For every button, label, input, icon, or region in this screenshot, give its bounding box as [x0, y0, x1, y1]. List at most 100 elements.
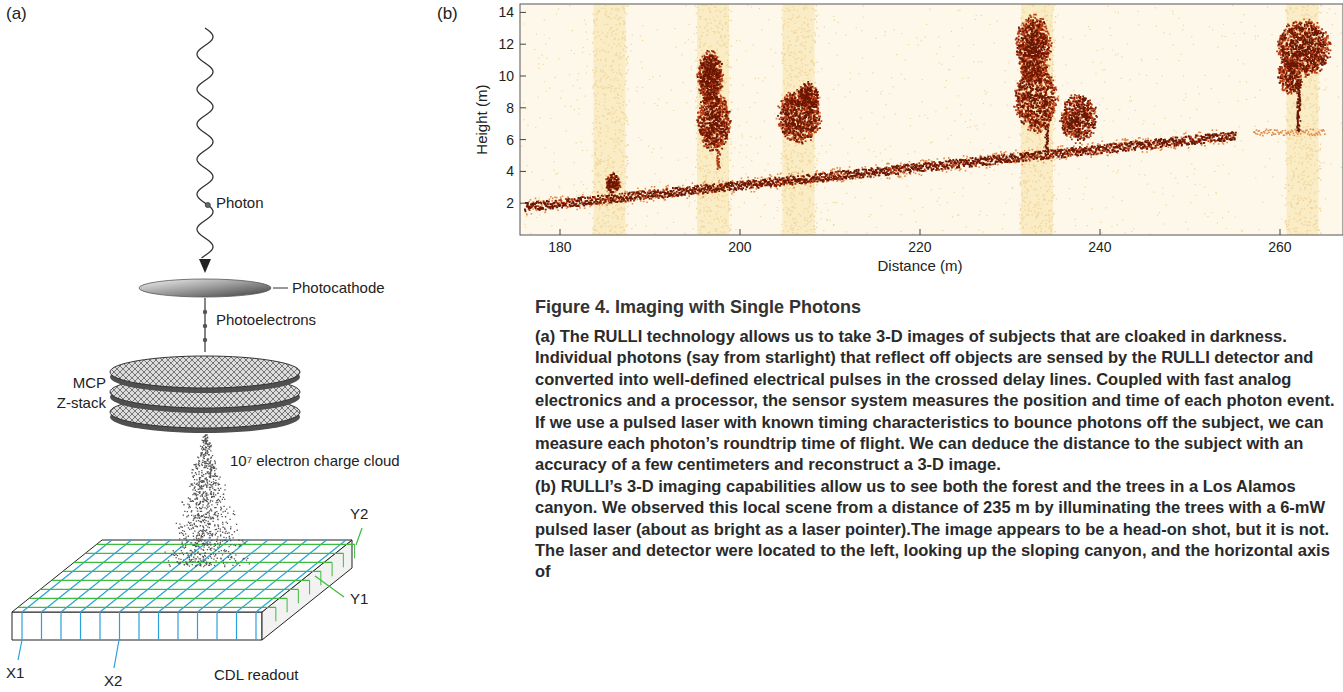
axis-tick: 14: [498, 4, 514, 20]
axis-tick: 2: [506, 195, 514, 211]
y-delay-line: [287, 598, 288, 612]
dark-returns: [524, 17, 1330, 212]
x-delay-line: [99, 612, 100, 640]
tick-mark: [520, 12, 526, 13]
y-delay-line: [52, 580, 310, 581]
tick-mark: [520, 171, 526, 172]
x-delay-line: [217, 540, 307, 612]
x-delay-line: [61, 540, 151, 612]
x-delay-line: [81, 540, 171, 612]
plot-ground: [520, 4, 1343, 235]
axis-tick: 200: [728, 239, 751, 255]
photoelectron-dot: [203, 324, 207, 328]
delay-line-wires: [18, 528, 362, 668]
photocathode-disk: [139, 279, 271, 297]
leader-line: [18, 640, 22, 660]
y-delay-line: [18, 607, 276, 608]
x-delay-line: [236, 612, 237, 640]
y-delay-line: [354, 544, 355, 558]
leader-line: [315, 576, 344, 597]
lidar-image: [520, 4, 1343, 236]
caption-paragraph: (a) The RULLI technology allows us to ta…: [535, 326, 1335, 476]
signal-label: X1: [6, 664, 24, 681]
photoelectron-dot: [203, 310, 207, 314]
tick-mark: [1280, 229, 1281, 235]
arrow-head: [199, 259, 211, 273]
mid-returns: [526, 14, 1332, 211]
x-delay-line: [22, 540, 112, 612]
part-label: Photocathode: [292, 279, 385, 296]
tick-mark: [520, 76, 526, 77]
x-delay-line: [80, 612, 81, 640]
y-delay-line: [63, 571, 321, 572]
y-delay-line: [275, 607, 276, 621]
axis-ticks: [520, 12, 1280, 235]
tick-mark: [520, 139, 526, 140]
panel-letter: (b): [437, 4, 458, 24]
part-label: Z-stack: [57, 394, 106, 411]
x-delay-line: [177, 612, 178, 640]
plot-frame: [520, 4, 1343, 235]
part-label: 10⁷ electron charge cloud: [230, 452, 400, 469]
part-label: CDL readout: [214, 666, 299, 683]
part-label: Photon: [216, 194, 264, 211]
photon-dot: [205, 202, 210, 207]
axis-title: Height (m): [473, 85, 490, 155]
x-delay-line: [119, 612, 120, 640]
y-delay-line: [298, 589, 299, 603]
y-delay-line: [332, 562, 333, 576]
x-delay-line: [41, 612, 42, 640]
leader-line: [356, 528, 362, 545]
signal-label: Y2: [350, 505, 368, 522]
axis-tick: 4: [506, 163, 514, 179]
signal-label: X2: [104, 672, 122, 689]
mcp-plate: [110, 356, 300, 388]
caption-paragraph: (b) RULLI’s 3-D imaging capabilities all…: [535, 476, 1335, 583]
x-delay-line: [256, 540, 346, 612]
light-returns: [524, 15, 1329, 216]
leader-line: [273, 288, 288, 289]
part-label: Photoelectrons: [216, 311, 316, 328]
y-delay-line: [320, 571, 321, 585]
x-delay-line: [237, 540, 327, 612]
faint-returns: [521, 4, 1343, 235]
x-delay-line: [100, 540, 190, 612]
photon-wave-line: [197, 28, 213, 258]
axis-tick: 12: [498, 36, 514, 52]
x-delay-line: [216, 612, 217, 640]
x-delay-line: [197, 612, 198, 640]
photon-wave: [197, 28, 213, 273]
axis-tick: 240: [1088, 239, 1111, 255]
y-delay-line: [85, 553, 343, 554]
detector-schematic: [12, 28, 362, 668]
part-label: MCP: [73, 374, 106, 391]
tick-mark: [560, 229, 561, 235]
leader-line: [114, 640, 119, 668]
x-delay-line: [255, 612, 256, 640]
y-delay-line: [29, 598, 287, 599]
signal-label: Y1: [350, 590, 368, 607]
tick-mark: [520, 44, 526, 45]
figure-title: Figure 4. Imaging with Single Photons: [535, 297, 861, 318]
x-delay-line: [42, 540, 132, 612]
axis-tick: 260: [1268, 239, 1291, 255]
tick-mark: [520, 107, 526, 108]
cdl-front-face: [12, 612, 262, 640]
axis-tick: 180: [548, 239, 571, 255]
tick-mark: [1100, 229, 1101, 235]
panel-letter: (a): [6, 4, 27, 24]
x-delay-line: [158, 612, 159, 640]
axis-tick: 220: [908, 239, 931, 255]
photon-returns: [521, 4, 1343, 235]
tick-mark: [740, 229, 741, 235]
x-delay-line: [60, 612, 61, 640]
tick-mark: [520, 203, 526, 204]
axis-title: Distance (m): [878, 257, 963, 274]
y-delay-line: [40, 589, 298, 590]
y-delay-line: [309, 580, 310, 594]
x-delay-line: [138, 612, 139, 640]
tick-mark: [920, 229, 921, 235]
axis-tick: 8: [506, 100, 514, 116]
